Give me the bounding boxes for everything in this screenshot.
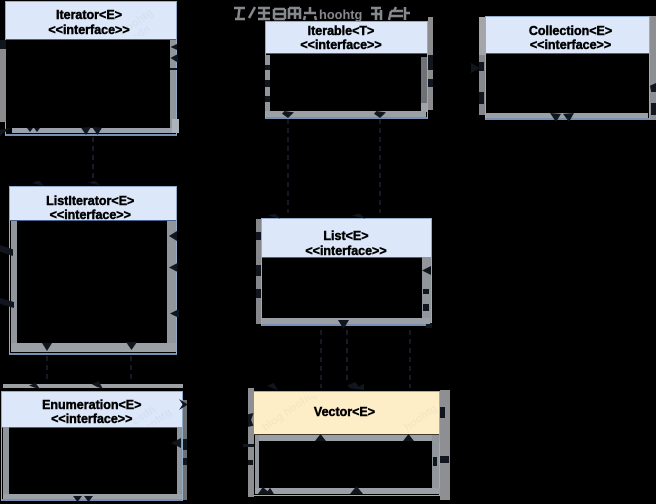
svg-text:hoohtg: hoohtg [319,7,362,22]
